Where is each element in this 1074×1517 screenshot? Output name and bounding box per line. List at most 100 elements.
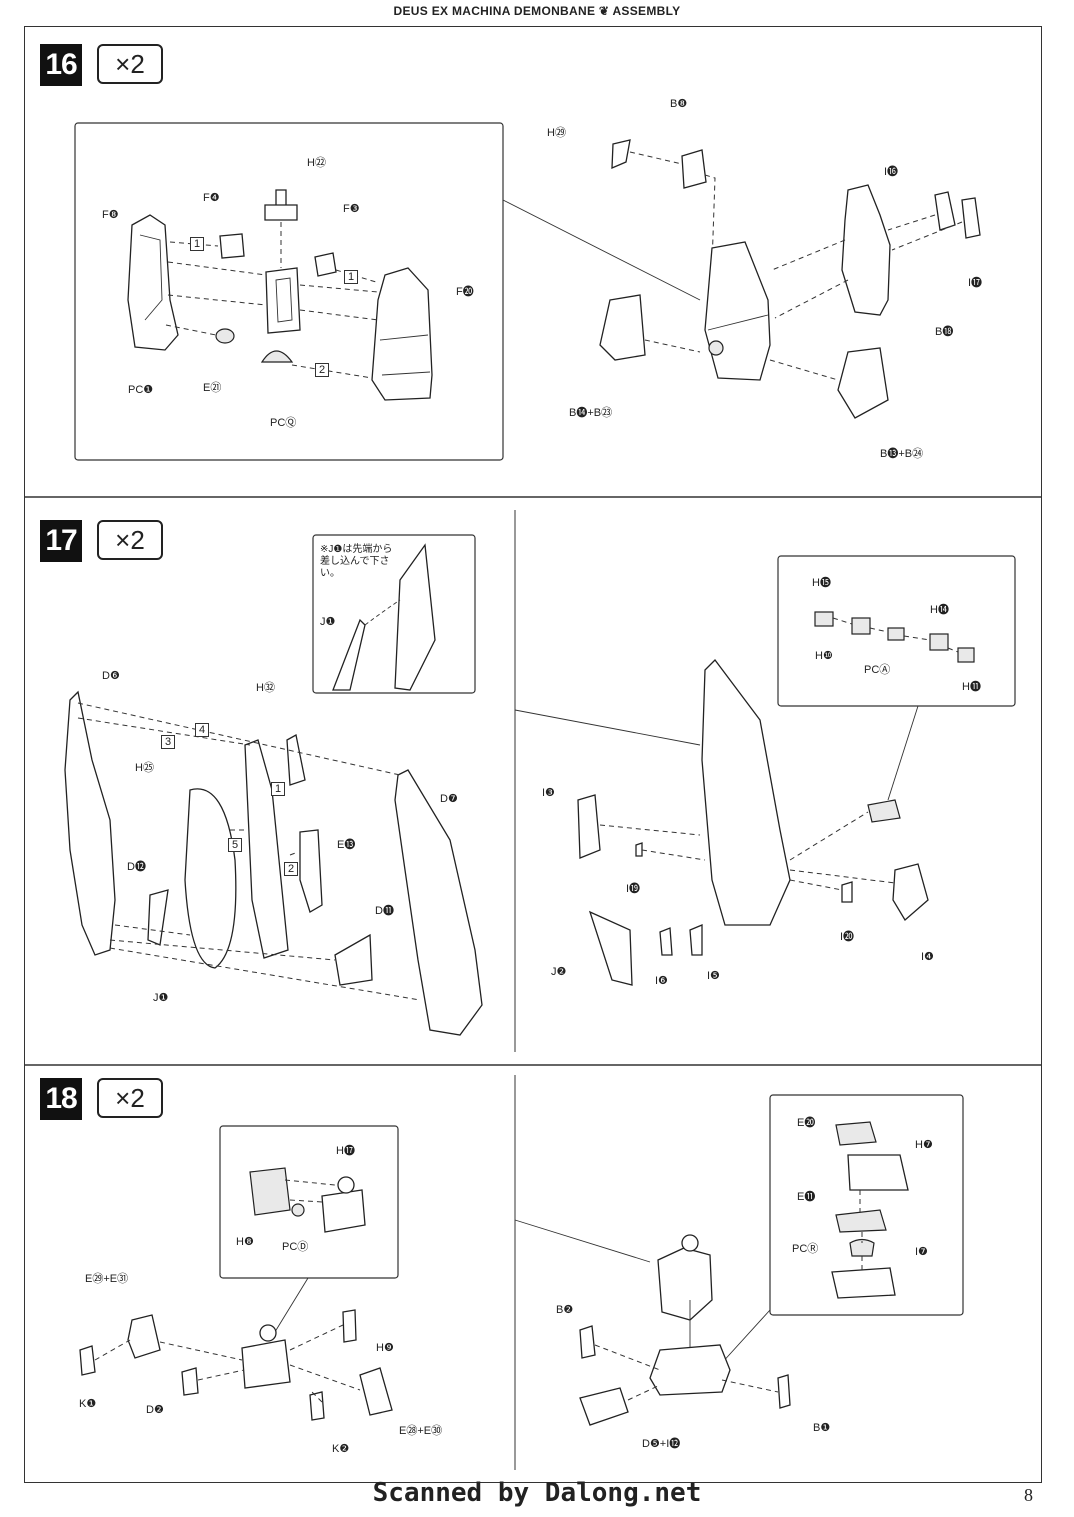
part-e29-e31: [127, 1314, 161, 1359]
part-h11: [957, 647, 975, 663]
part-label: D⓬: [127, 861, 146, 873]
part-label: E㉙+E㉛: [85, 1273, 129, 1285]
part-label: H❾: [376, 1342, 394, 1354]
part-label: D⓫: [375, 905, 394, 917]
part-label: I❻: [655, 975, 668, 987]
part-label: I⓳: [626, 883, 641, 895]
part-label: H㉜: [256, 682, 275, 694]
part-pca: [887, 627, 905, 641]
header-emblem-icon: ❦: [598, 4, 610, 18]
part-label: J❶: [153, 992, 169, 1004]
part-label: PCⒶ: [864, 664, 891, 676]
part-d11: [334, 933, 373, 986]
part-d5-i12: [579, 1387, 629, 1426]
part-label: K❷: [332, 1443, 350, 1455]
part-pcr: [849, 1238, 875, 1257]
part-i17: [961, 197, 981, 239]
sequence-mark: 1: [190, 237, 205, 251]
part-h25: [244, 739, 289, 959]
part-h8: [249, 1167, 291, 1216]
part-i4: [892, 863, 929, 921]
part-i6: [659, 927, 673, 956]
part-b18: [841, 184, 891, 316]
sequence-mark: 2: [284, 862, 299, 876]
part-label: PCⓆ: [270, 417, 297, 429]
part-h15: [814, 611, 834, 627]
part-label: PCⒹ: [282, 1241, 309, 1253]
part-b13-b24: [837, 347, 889, 419]
part-i19: [635, 842, 643, 857]
part-h29: [611, 139, 631, 170]
part-label: B❶: [813, 1422, 831, 1434]
part-label: I❸: [542, 787, 555, 799]
part-label: H㉕: [135, 762, 154, 774]
part-label: E⓫: [797, 1191, 816, 1203]
part-i3: [577, 794, 601, 859]
note-part-outline: [394, 543, 436, 691]
part-h17-ball: [337, 1176, 355, 1194]
part-label: F⓴: [456, 286, 474, 298]
part-label: E⓭: [337, 839, 356, 851]
part-f4: [219, 233, 245, 259]
part-label: H❼: [915, 1139, 933, 1151]
part-b2: [579, 1325, 596, 1359]
part-label: PC❶: [128, 384, 154, 396]
step17-note-panel: [312, 534, 476, 694]
part-label: I❺: [707, 970, 720, 982]
part-h14: [929, 633, 949, 651]
part-label: E㉘+E㉚: [399, 1425, 443, 1437]
part-label: D❷: [146, 1404, 164, 1416]
part-label: I⓱: [968, 277, 983, 289]
part-label: D❼: [440, 793, 458, 805]
part-d6: [64, 690, 116, 956]
part-label: B⓮+B㉓: [569, 407, 613, 419]
part-b8: [681, 149, 707, 189]
joint-socket: [708, 340, 724, 356]
page-number: 8: [1024, 1485, 1033, 1505]
part-d7: [394, 769, 483, 1036]
part-label: I⓰: [884, 166, 899, 178]
header-title-suffix: ASSEMBLY: [612, 4, 681, 18]
part-torso-core: [704, 241, 771, 381]
part-i5: [689, 924, 703, 956]
part-f8: [127, 214, 179, 351]
part-label: H❽: [236, 1236, 254, 1248]
page-header: DEUS EX MACHINA DEMONBANE ❦ ASSEMBLY: [0, 4, 1074, 18]
part-j1: [184, 788, 237, 969]
part-label: PCⓇ: [792, 1243, 819, 1255]
part-label: H⓯: [812, 577, 831, 589]
callout-line: [502, 199, 701, 301]
step-number: 17: [40, 520, 82, 562]
part-label: H⓮: [930, 604, 949, 616]
part-e13: [299, 829, 323, 913]
sequence-mark: 3: [161, 735, 176, 749]
part-h7: [847, 1154, 909, 1191]
part-h10: [851, 617, 871, 635]
part-leg-shell: [701, 659, 791, 926]
part-label: B⓭+B㉔: [880, 448, 924, 460]
part-label: H㉙: [547, 127, 566, 139]
part-label: B❷: [556, 1304, 574, 1316]
part-label: E⓴: [797, 1117, 816, 1129]
part-label: H❿: [815, 650, 833, 662]
step18-detail-panel-right: [769, 1094, 964, 1316]
part-joint-assembly: [867, 799, 901, 823]
part-f3: [314, 252, 337, 277]
part-f20: [371, 267, 433, 401]
part-b1: [777, 1374, 791, 1409]
step-multiplier: ×2: [97, 1078, 163, 1118]
part-e28-e30: [359, 1367, 393, 1416]
part-e20: [835, 1121, 877, 1146]
part-label: I❼: [915, 1246, 928, 1258]
step16-detail-panel: [74, 122, 504, 461]
instruction-frame: [24, 26, 1042, 1483]
part-pcq: [260, 350, 294, 363]
part-i16: [934, 191, 956, 231]
part-k1: [79, 1345, 96, 1376]
part-d12: [147, 889, 169, 946]
step-multiplier: ×2: [97, 44, 163, 84]
part-i20: [841, 881, 853, 903]
part-torso-joint: [241, 1339, 291, 1389]
part-label: E㉑: [203, 382, 222, 394]
